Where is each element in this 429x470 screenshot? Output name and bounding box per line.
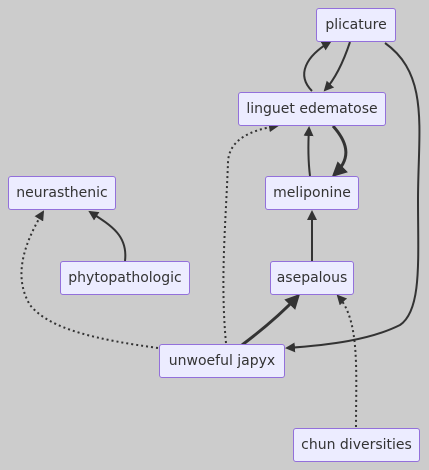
edge-chun-diversities-to-asepalous [336, 294, 358, 428]
node-chun-diversities[interactable]: chun diversities [293, 428, 420, 462]
node-phytopathologic[interactable]: phytopathologic [60, 261, 190, 295]
edge-linguet-to-meliponine [331, 125, 348, 178]
node-linguet-edematose[interactable]: linguet edematose [238, 92, 386, 126]
node-meliponine[interactable]: meliponine [265, 176, 359, 210]
node-plicature[interactable]: plicature [316, 8, 396, 42]
edge-meliponine-to-linguet [303, 126, 314, 177]
edge-linguet-to-plicature [303, 40, 332, 92]
edge-plicature-to-linguet [323, 41, 351, 92]
edge-unwoeful-japyx-to-asepalous [241, 293, 301, 347]
node-asepalous[interactable]: asepalous [270, 261, 354, 295]
edge-unwoeful-japyx-to-linguet [222, 122, 279, 344]
node-unwoeful-japyx[interactable]: unwoeful japyx [159, 344, 285, 378]
edge-phytopathologic-to-neurasthenic [88, 210, 127, 262]
edge-plicature-to-unwoeful-japyx [285, 42, 421, 353]
node-neurasthenic[interactable]: neurasthenic [8, 176, 116, 210]
